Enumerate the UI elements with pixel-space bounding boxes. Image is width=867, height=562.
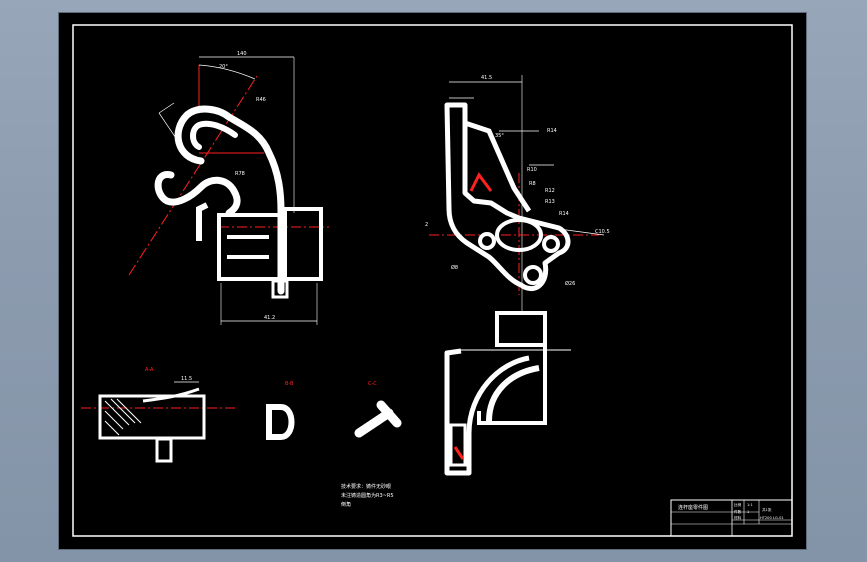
- flange: [283, 207, 323, 281]
- top-view[interactable]: [444, 311, 571, 476]
- dim-text: R14: [547, 128, 557, 134]
- dim-text: 11.5: [181, 376, 192, 382]
- dim-text: Ø26: [565, 280, 575, 287]
- section-label: B-B: [285, 381, 294, 387]
- dim-text: C10.5: [595, 229, 610, 235]
- dim-text: R46: [256, 97, 266, 103]
- foot: [449, 423, 467, 467]
- top-frame: [477, 345, 547, 425]
- section-b[interactable]: B-B: [266, 381, 295, 440]
- section-a[interactable]: A-A 11.5: [81, 367, 237, 463]
- boss-block: [217, 213, 287, 281]
- lower-loop: [154, 171, 241, 217]
- hatch-lines: [104, 398, 142, 436]
- dim-text: R12: [545, 188, 555, 194]
- section-stem: [155, 437, 173, 463]
- qty-value: 1: [747, 510, 749, 514]
- dim-text: R8: [529, 181, 536, 187]
- hatch-area: [453, 446, 465, 460]
- drawing-number: LG-01: [773, 516, 784, 520]
- leader: [558, 228, 605, 236]
- cad-viewport[interactable]: 140 20° R46 R78 41.2 41.5 35° R14 R10 R8…: [59, 13, 806, 549]
- curved-arm-inner: [486, 365, 540, 422]
- section-label: A-A: [145, 367, 154, 373]
- curved-arm: [444, 348, 530, 476]
- dim-text: 140: [237, 51, 247, 57]
- angle-arc: [198, 64, 256, 80]
- technical-notes: 技术要求：铸件无砂眼 未注铸造圆角为R3~R5 倒角: [341, 483, 394, 508]
- dim-text: R10: [527, 167, 537, 173]
- dim-text: R78: [235, 171, 245, 177]
- web-left: [196, 202, 209, 241]
- part-name: 连杆座零件图: [678, 504, 708, 511]
- profile-curve: [142, 387, 200, 403]
- note-line: 未注铸造圆角为R3~R5: [341, 492, 394, 499]
- dim-text: 2: [425, 222, 428, 228]
- section-c-shape: [354, 400, 402, 438]
- hole-right: [542, 235, 560, 253]
- note-line: 技术要求：铸件无砂眼: [341, 483, 391, 490]
- section-b-shape: [266, 404, 295, 440]
- section-c[interactable]: C-C: [354, 381, 402, 438]
- hook-outer: [174, 105, 285, 295]
- scale-label: 比例: [734, 502, 742, 507]
- front-view[interactable]: 140 20° R46 R78 41.2: [128, 51, 329, 325]
- stub: [271, 279, 289, 299]
- hole-left: [478, 232, 496, 250]
- title-block[interactable]: 连杆座零件图 比例 1:1 件数 1 材料 HT200 LG-01 共1张: [670, 499, 793, 537]
- hole-bottom: [523, 265, 543, 285]
- material-value: HT200: [760, 516, 772, 520]
- scale-value: 1:1: [747, 503, 753, 507]
- sheet-count: 共1张: [762, 507, 772, 512]
- top-boss: [495, 311, 547, 347]
- side-view[interactable]: 41.5 35° R14 R10 R8 R12 R13 R14 C10.5 Ø8…: [425, 75, 610, 313]
- qty-label: 件数: [734, 509, 742, 514]
- hatch-area: [469, 172, 493, 192]
- drawing-border: [72, 24, 793, 537]
- material-label: 材料: [734, 515, 742, 520]
- title-block-frame: [670, 499, 793, 537]
- section-outline: [98, 394, 206, 440]
- dim-text: R14: [559, 211, 569, 217]
- arm-rib: [464, 120, 532, 213]
- hook-inner: [190, 120, 238, 150]
- dim-text: R13: [545, 199, 555, 205]
- dim-text: 20°: [219, 64, 228, 70]
- cad-drawing: 140 20° R46 R78 41.2 41.5 35° R14 R10 R8…: [72, 24, 793, 537]
- dim-text: 41.2: [264, 315, 275, 321]
- note-line: 倒角: [341, 501, 351, 508]
- dim-line: [158, 102, 175, 114]
- dim-text: Ø8: [451, 264, 458, 271]
- dim-text: 35°: [495, 133, 504, 139]
- dim-text: 41.5: [481, 75, 492, 81]
- section-label: C-C: [368, 381, 377, 387]
- bore: [495, 218, 543, 252]
